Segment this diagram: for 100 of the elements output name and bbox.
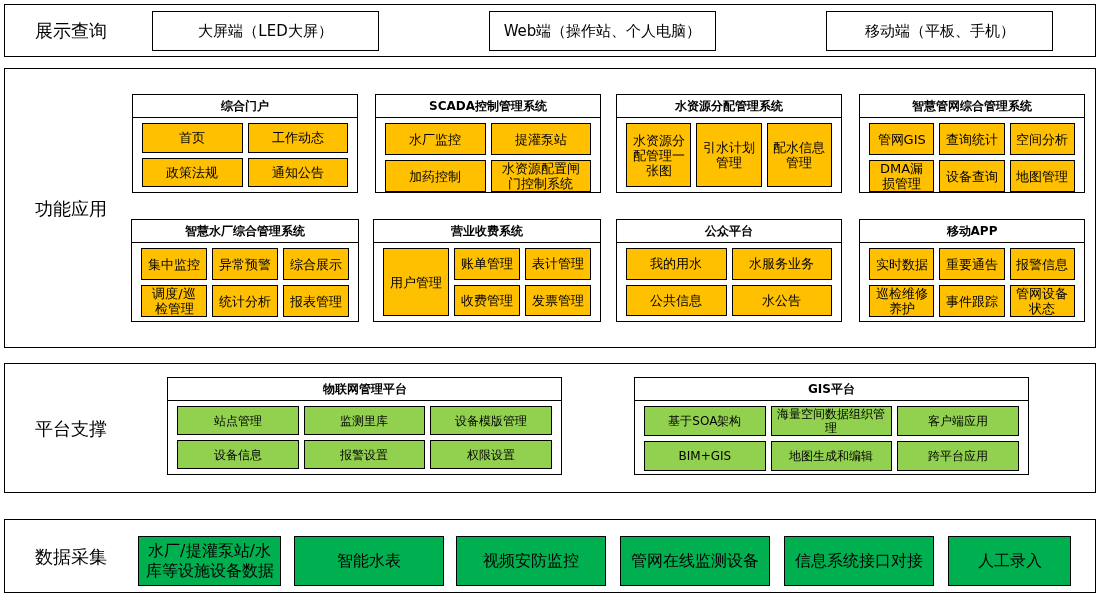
layer-band	[4, 68, 1096, 348]
panel-title: 智慧管网综合管理系统	[912, 98, 1032, 115]
layer-title: 数据采集	[35, 544, 107, 569]
module-panel	[859, 219, 1085, 322]
item-text: 海量空间数据组织管理	[776, 407, 887, 435]
function-box	[303, 440, 426, 469]
item-text: 实时数据	[875, 256, 928, 272]
item-text: 跨平台应用	[928, 449, 989, 463]
item-text: 集中监控	[148, 256, 200, 272]
item-text: 站点管理	[213, 413, 262, 428]
item-text: 监测里库	[340, 413, 389, 428]
item-text: 视频安防监控	[483, 551, 579, 571]
function-box	[212, 285, 278, 317]
function-box	[626, 123, 692, 187]
function-box	[897, 441, 1019, 471]
module-panel	[616, 219, 842, 322]
function-box	[456, 536, 606, 586]
item-text: 水资源分配管理一张图	[631, 132, 686, 178]
item-text: 基于SOA架构	[668, 414, 742, 428]
layer-title: 平台支撑	[35, 416, 107, 441]
function-box	[283, 285, 349, 317]
layer-band	[4, 519, 1096, 593]
item-text: 账单管理	[461, 256, 513, 272]
item-text: 客户端应用	[928, 414, 989, 428]
function-box	[385, 123, 486, 155]
item-text: 引水计划管理	[702, 140, 756, 170]
function-box	[303, 406, 426, 435]
item-text: 水公告	[762, 292, 802, 308]
function-box	[869, 123, 935, 155]
function-box	[430, 440, 552, 469]
function-box	[731, 248, 832, 280]
item-text: 设备模版管理	[455, 413, 528, 428]
item-text: 大屏端（LED大屏）	[198, 22, 333, 40]
function-box	[489, 11, 716, 51]
panel-title: 物联网管理平台	[322, 381, 407, 398]
item-text: 查询统计	[946, 131, 998, 147]
module-panel	[373, 219, 601, 322]
layer-band	[4, 4, 1096, 57]
function-box	[142, 123, 243, 153]
layer-band	[4, 363, 1096, 493]
function-box	[939, 248, 1005, 280]
function-box	[1009, 248, 1075, 280]
function-box	[490, 160, 591, 192]
layer-title: 功能应用	[35, 196, 107, 221]
item-text: 信息系统接口对接	[795, 551, 923, 571]
item-text: 异常预警	[219, 256, 271, 272]
panel-title: 智慧水厂综合管理系统	[185, 223, 305, 240]
layer-title: 展示查询	[35, 19, 107, 43]
item-text: 设备查询	[946, 168, 998, 184]
function-box	[770, 406, 893, 436]
function-box	[294, 536, 444, 586]
function-box	[826, 11, 1053, 51]
item-text: 管网GIS	[877, 131, 926, 147]
item-text: 水厂/提灌泵站/水库等设施设备数据	[144, 541, 275, 581]
function-box	[430, 406, 552, 435]
function-box	[177, 440, 299, 469]
function-box	[138, 536, 281, 586]
item-text: 政策法规	[166, 164, 219, 180]
function-box	[939, 160, 1005, 192]
item-text: 水资源配置闸门控制系统	[500, 161, 581, 191]
function-box	[869, 285, 935, 317]
function-box	[696, 123, 762, 187]
item-text: 人工录入	[977, 551, 1042, 571]
function-box	[626, 248, 727, 280]
panel-title: 移动APP	[946, 223, 998, 240]
function-box	[490, 123, 591, 155]
item-text: 调度/巡检管理	[151, 286, 197, 316]
module-panel	[634, 377, 1029, 475]
item-text: 报警设置	[340, 447, 389, 462]
item-text: 移动端（平板、手机）	[864, 22, 1015, 40]
item-text: 表计管理	[532, 256, 584, 272]
item-text: 重要通告	[946, 256, 998, 272]
item-text: DMA漏损管理	[879, 161, 925, 191]
function-box	[454, 284, 520, 316]
function-box	[620, 536, 770, 586]
function-box	[939, 285, 1005, 317]
item-text: 智能水表	[337, 551, 401, 571]
item-text: 首页	[179, 130, 206, 146]
function-box	[142, 157, 243, 187]
item-text: 综合展示	[290, 256, 342, 272]
module-panel	[132, 94, 358, 193]
item-text: 巡检维修养护	[874, 286, 929, 316]
function-box	[177, 406, 299, 435]
function-box	[212, 248, 278, 280]
function-box	[644, 406, 766, 436]
item-text: 水厂监控	[409, 131, 462, 147]
function-box	[454, 248, 520, 280]
function-box	[897, 406, 1019, 436]
function-box	[525, 248, 591, 280]
function-box	[869, 160, 935, 192]
item-text: 统计分析	[219, 293, 271, 309]
panel-title: SCADA控制管理系统	[429, 98, 547, 115]
function-box	[141, 248, 207, 280]
module-panel	[616, 94, 842, 193]
function-box	[766, 123, 832, 187]
panel-title: 综合门户	[221, 98, 269, 115]
function-box	[247, 157, 348, 187]
item-text: 通知公告	[271, 164, 324, 180]
item-text: 提灌泵站	[514, 131, 567, 147]
function-box	[283, 248, 349, 280]
